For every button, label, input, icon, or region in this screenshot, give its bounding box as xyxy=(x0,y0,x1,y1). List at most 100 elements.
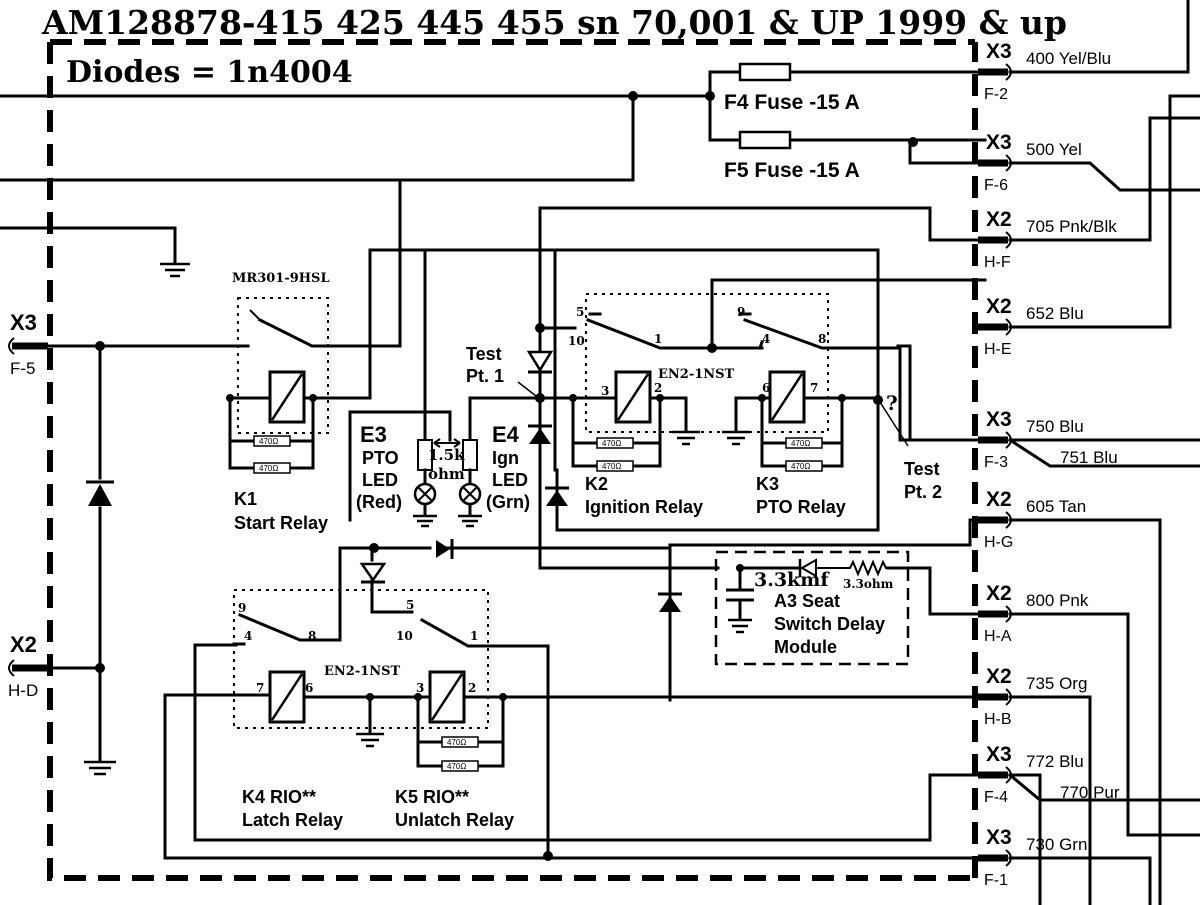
connector-x3-f4-wire2: 770 Pur xyxy=(1060,783,1120,802)
connector-x3-f3-wire2: 751 Blu xyxy=(1060,448,1118,467)
led-resistor-value: 1.5k xyxy=(428,446,465,464)
a3-module-outline xyxy=(714,550,910,666)
connector-x3-f6-pin: F-6 xyxy=(984,177,1008,194)
a3-cap: 3.3kmf xyxy=(754,569,830,591)
k1-part-number: MR301-9HSL xyxy=(232,271,330,286)
e4-l1: Ign xyxy=(492,448,519,468)
connector-x3-f4-wire: 772 Blu xyxy=(1026,752,1084,771)
connector-x3-f2-socket xyxy=(1005,63,1012,81)
led-wiring xyxy=(348,248,542,522)
diode-k4-mid xyxy=(359,562,387,583)
diagram-title: AM128878-415 425 445 455 sn 70,001 & UP … xyxy=(41,3,1067,42)
svg-text:10: 10 xyxy=(396,629,413,643)
a3-res: 3.3ohm xyxy=(843,577,894,591)
fuse-f5 xyxy=(738,130,792,150)
tp2-label-a: Test xyxy=(904,459,940,479)
connector-x3-f1-block: X3 xyxy=(986,826,1012,849)
left-x3-pin: F-5 xyxy=(10,359,36,378)
wire-left-bus xyxy=(28,344,102,762)
connector-x3-f6-wire: 500 Yel xyxy=(1026,140,1082,159)
connector-x2-hg-block: X2 xyxy=(986,488,1012,511)
diode-tp1-upper xyxy=(526,350,554,373)
connector-x3-f6-block: X3 xyxy=(986,131,1012,154)
e4-name: E4 xyxy=(492,422,520,447)
svg-text:4: 4 xyxy=(244,629,252,643)
diode-tp1-lower xyxy=(529,428,551,444)
svg-text:10: 10 xyxy=(568,334,585,348)
e4-l2: LED xyxy=(492,470,528,490)
svg-text:4: 4 xyxy=(762,332,770,346)
e4-l3: (Grn) xyxy=(486,492,530,512)
tp1-label-b: Pt. 1 xyxy=(466,366,504,386)
connector-x2-ha-block: X2 xyxy=(986,582,1012,605)
left-x3-block: X3 xyxy=(10,310,37,335)
connector-x3-f2-pin: F-2 xyxy=(984,86,1008,103)
svg-text:6: 6 xyxy=(762,381,770,395)
svg-text:7: 7 xyxy=(256,681,264,695)
wire-fuse-branch xyxy=(708,70,987,165)
svg-text:9: 9 xyxy=(737,305,745,319)
k3-desc: PTO Relay xyxy=(756,497,846,517)
svg-text:6: 6 xyxy=(305,681,313,695)
k2-desc: Ignition Relay xyxy=(585,497,703,517)
connector-x3-f1-wire: 730 Grn xyxy=(1026,835,1087,854)
a3-l1: A3 Seat xyxy=(774,591,840,611)
e3-l1: PTO xyxy=(362,448,399,468)
svg-text:1: 1 xyxy=(654,332,662,346)
k2-name: K2 xyxy=(585,474,608,494)
connector-x2-he-pin: H-E xyxy=(984,341,1012,358)
connector-x3-f3-socket xyxy=(1005,431,1012,449)
svg-text:2: 2 xyxy=(654,381,662,395)
svg-text:5: 5 xyxy=(406,598,414,612)
connector-x2-hb-wire: 735 Org xyxy=(1026,674,1087,693)
k5-name: K5 RIO** xyxy=(395,787,469,807)
connector-x2-hb-socket xyxy=(1005,688,1012,706)
tp2-label-b: Pt. 2 xyxy=(904,482,942,502)
ground-symbol xyxy=(160,262,190,278)
a3-l3: Module xyxy=(774,637,837,657)
diode-a3-side xyxy=(659,596,681,612)
junction xyxy=(705,91,715,101)
wire-main-supply xyxy=(0,94,712,182)
connector-x2-hf-socket xyxy=(1005,231,1012,249)
connector-x2-ha-wire: 800 Pnk xyxy=(1026,591,1089,610)
svg-text:3: 3 xyxy=(416,681,424,695)
connector-x3-f4-block: X3 xyxy=(986,743,1012,766)
svg-text:470Ω: 470Ω xyxy=(259,464,278,473)
connector-x3-f1-pin: F-1 xyxy=(984,872,1008,889)
connector-x2-hf-wire: 705 Pnk/Blk xyxy=(1026,217,1117,236)
junction xyxy=(628,91,638,101)
svg-text:470Ω: 470Ω xyxy=(791,462,810,471)
fuse-f4 xyxy=(738,62,792,82)
diode-left xyxy=(88,484,112,506)
connector-x2-hf-pin: H-F xyxy=(984,254,1011,271)
svg-text:8: 8 xyxy=(818,332,826,346)
svg-text:470Ω: 470Ω xyxy=(602,462,621,471)
svg-text:5: 5 xyxy=(576,305,584,319)
tp2-question: ? xyxy=(886,391,898,415)
connector-x2-ha-socket xyxy=(1005,605,1012,623)
junction xyxy=(908,137,918,147)
svg-text:470Ω: 470Ω xyxy=(259,437,278,446)
svg-text:3: 3 xyxy=(601,384,609,398)
k5-desc: Unlatch Relay xyxy=(395,810,514,830)
connector-x2-ha-pin: H-A xyxy=(984,628,1012,645)
svg-text:470Ω: 470Ω xyxy=(447,738,466,747)
connector-x2-hg-wire: 605 Tan xyxy=(1026,497,1086,516)
svg-text:9: 9 xyxy=(238,601,246,615)
connector-x2-he-wire: 652 Blu xyxy=(1026,304,1084,323)
tp1-label-a: Test xyxy=(466,344,502,364)
connector-x2-hb-pin: H-B xyxy=(984,711,1012,728)
connector-x2-he-block: X2 xyxy=(986,295,1012,318)
module-boundary xyxy=(47,39,978,881)
connector-x2-hg-socket xyxy=(1005,511,1012,529)
left-x2-block: X2 xyxy=(10,632,37,657)
connector-x2-hf-block: X2 xyxy=(986,208,1012,231)
a3-l2: Switch Delay xyxy=(774,614,885,634)
connector-x2-hb-block: X2 xyxy=(986,665,1012,688)
wire-ground-top xyxy=(0,226,177,264)
k1-desc: Start Relay xyxy=(234,513,328,533)
connector-x3-f1-socket xyxy=(1005,849,1012,867)
